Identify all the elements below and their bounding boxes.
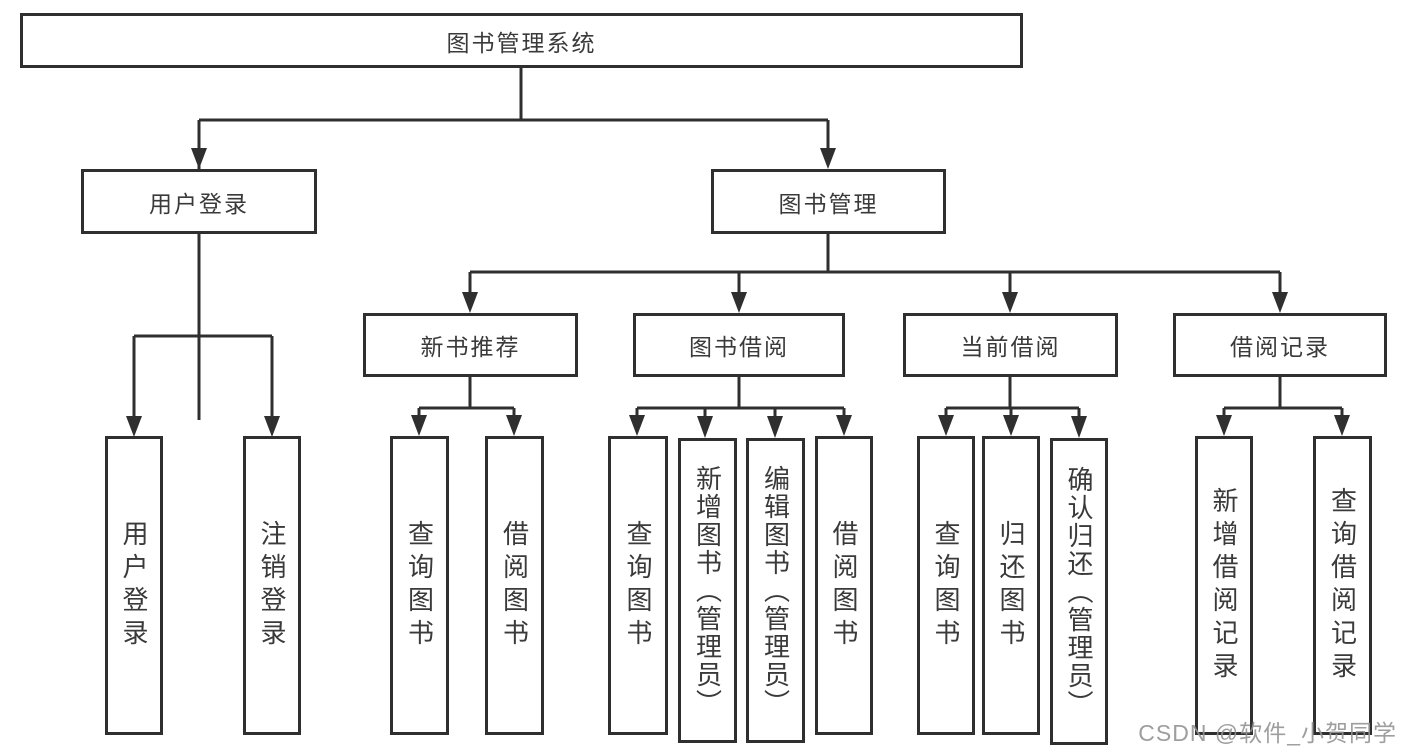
node-label: 新增图书（管理员） <box>692 464 723 717</box>
leaf-query-books-recommend: 查询图书 <box>390 436 449 735</box>
node-library-management-system: 图书管理系统 <box>20 13 1023 68</box>
node-label: 借阅图书 <box>499 519 530 652</box>
node-label: 借阅记录 <box>1230 334 1330 360</box>
leaf-query-books-borrowing: 查询图书 <box>608 436 668 735</box>
node-label: 查询借阅记录 <box>1327 486 1358 685</box>
node-label: 确认归还（管理员） <box>1064 465 1094 718</box>
csdn-watermark: CSDN @软件_小贺同学 <box>1138 720 1397 746</box>
node-label: 新书推荐 <box>420 334 521 360</box>
node-label: 图书管理 <box>778 190 879 217</box>
leaf-query-books-current: 查询图书 <box>917 436 975 735</box>
node-label: 查询图书 <box>931 519 961 652</box>
leaf-query-borrow-record: 查询借阅记录 <box>1313 436 1372 735</box>
node-label: 借阅图书 <box>829 519 859 652</box>
leaf-user-login: 用户登录 <box>105 436 163 735</box>
node-label: 图书借阅 <box>689 334 789 360</box>
leaf-borrow-books-recommend: 借阅图书 <box>485 436 544 735</box>
node-label: 查询图书 <box>404 519 435 652</box>
node-label: 归还图书 <box>996 519 1026 652</box>
node-book-borrowing: 图书借阅 <box>633 313 845 377</box>
node-label: 图书管理系统 <box>446 29 597 56</box>
leaf-edit-books-admin: 编辑图书（管理员） <box>746 438 805 743</box>
leaf-return-books: 归还图书 <box>982 436 1040 735</box>
node-label: 当前借阅 <box>960 334 1061 360</box>
node-borrowing-records: 借阅记录 <box>1173 313 1387 377</box>
leaf-confirm-return-admin: 确认归还（管理员） <box>1050 438 1108 745</box>
node-label: 新增借阅记录 <box>1209 486 1239 685</box>
leaf-add-books-admin: 新增图书（管理员） <box>678 438 737 743</box>
leaf-borrow-books: 借阅图书 <box>815 436 873 735</box>
node-current-borrowing: 当前借阅 <box>903 313 1118 377</box>
node-label: 编辑图书（管理员） <box>760 464 791 717</box>
node-book-management: 图书管理 <box>711 169 946 234</box>
node-label: 注销登录 <box>257 519 287 652</box>
node-label: 用户登录 <box>149 190 249 217</box>
leaf-add-borrow-record: 新增借阅记录 <box>1195 436 1253 735</box>
node-label: 用户登录 <box>119 519 149 652</box>
leaf-logout: 注销登录 <box>243 436 301 735</box>
node-new-book-recommend: 新书推荐 <box>363 313 578 377</box>
node-label: 查询图书 <box>623 519 653 652</box>
node-user-login: 用户登录 <box>81 169 317 234</box>
